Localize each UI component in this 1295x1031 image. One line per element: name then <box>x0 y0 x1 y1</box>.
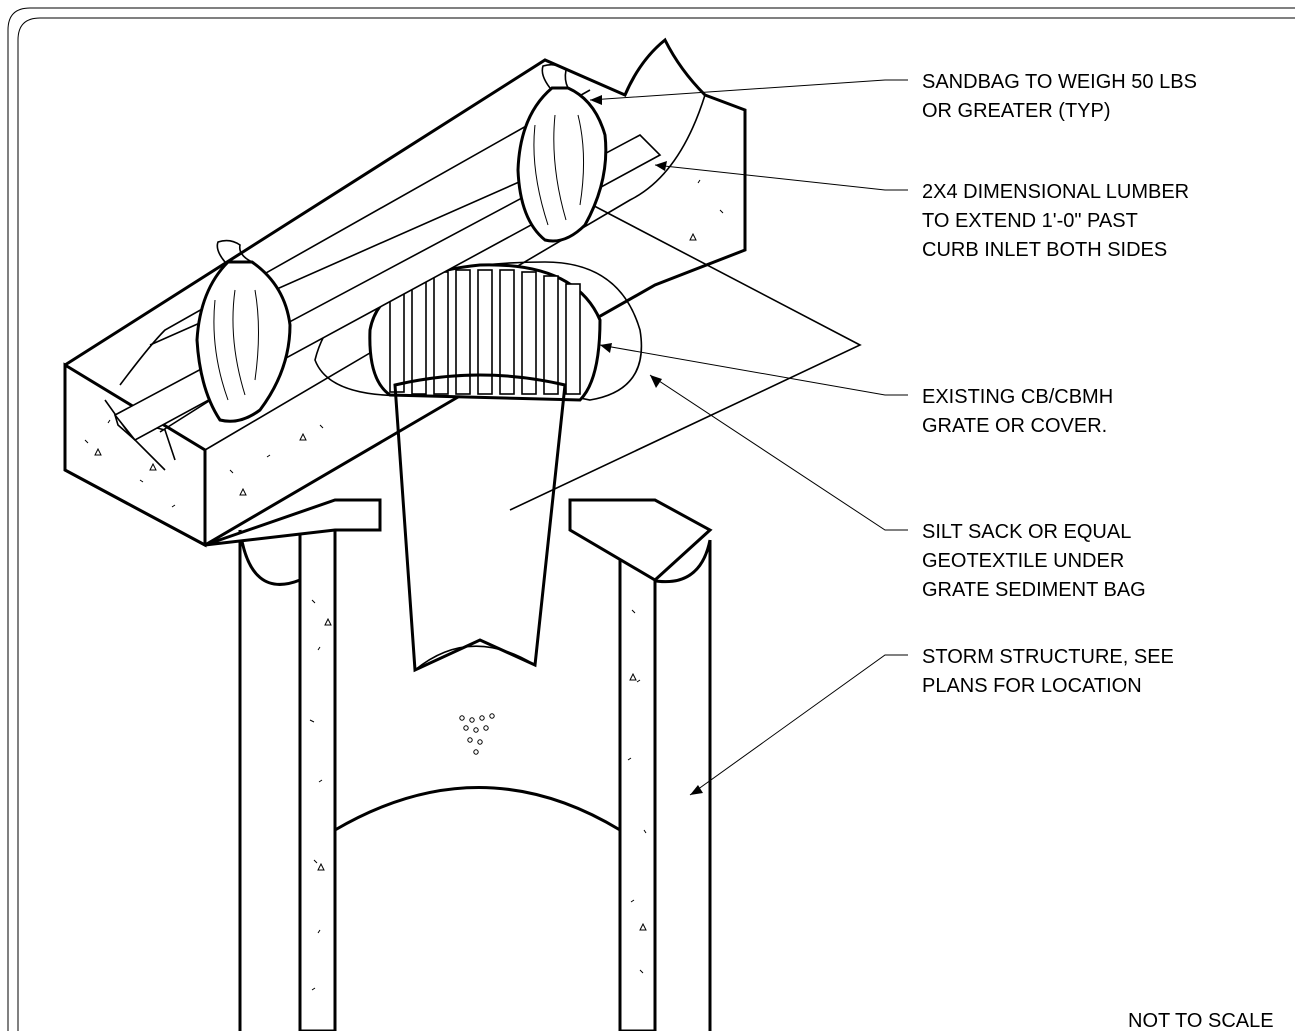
svg-text:SILT SACK OR EQUAL: SILT SACK OR EQUAL <box>922 521 1131 543</box>
concrete-stipple-walls <box>309 599 647 991</box>
svg-text:GRATE OR COVER.: GRATE OR COVER. <box>922 415 1107 437</box>
svg-text:OR GREATER (TYP): OR GREATER (TYP) <box>922 100 1111 122</box>
svg-text:TO EXTEND 1'-0" PAST: TO EXTEND 1'-0" PAST <box>922 210 1138 232</box>
sandbag-left <box>195 239 292 423</box>
callout-silt-sack: SILT SACK OR EQUAL GEOTEXTILE UNDER GRAT… <box>922 521 1146 601</box>
svg-text:CURB INLET BOTH SIDES: CURB INLET BOTH SIDES <box>922 239 1167 261</box>
left-wall <box>298 528 337 1031</box>
svg-text:NOT TO SCALE: NOT TO SCALE <box>1128 1010 1274 1031</box>
barrel-bottom-arc <box>334 786 621 832</box>
callout-silt-sack-line-3: GRATE SEDIMENT BAG <box>922 579 1146 601</box>
grate <box>368 263 602 402</box>
callout-silt-sack-line-1: SILT SACK OR EQUAL <box>922 521 1131 543</box>
svg-text:GRATE SEDIMENT BAG: GRATE SEDIMENT BAG <box>922 579 1146 601</box>
leader-lumber <box>654 164 908 191</box>
surface-plane <box>149 174 862 511</box>
sandbag-right <box>516 63 608 243</box>
storm-structure <box>238 528 712 1031</box>
callout-sandbag-line-1: SANDBAG TO WEIGH 50 LBS <box>922 71 1197 93</box>
callout-grate-line-1: EXISTING CB/CBMH <box>922 386 1113 408</box>
leader-storm-structure <box>689 654 908 796</box>
svg-text:2X4 DIMENSIONAL LUMBER: 2X4 DIMENSIONAL LUMBER <box>922 181 1189 203</box>
callout-grate: EXISTING CB/CBMH GRATE OR COVER. <box>922 386 1113 437</box>
callout-silt-sack-line-2: GEOTEXTILE UNDER <box>922 550 1124 572</box>
callout-sandbag-line-2: OR GREATER (TYP) <box>922 100 1111 122</box>
callout-grate-line-2: GRATE OR COVER. <box>922 415 1107 437</box>
leader-grate <box>599 344 908 396</box>
svg-text:SANDBAG TO WEIGH 50 LBS: SANDBAG TO WEIGH 50 LBS <box>922 71 1197 93</box>
svg-text:GEOTEXTILE UNDER: GEOTEXTILE UNDER <box>922 550 1124 572</box>
right-wall <box>618 528 657 1031</box>
not-to-scale-note: NOT TO SCALE <box>1128 1010 1274 1031</box>
callout-storm-structure: STORM STRUCTURE, SEE PLANS FOR LOCATION <box>922 646 1174 697</box>
svg-text:PLANS FOR LOCATION: PLANS FOR LOCATION <box>922 675 1142 697</box>
svg-text:STORM STRUCTURE, SEE: STORM STRUCTURE, SEE <box>922 646 1174 668</box>
callout-sandbag: SANDBAG TO WEIGH 50 LBS OR GREATER (TYP) <box>922 71 1197 122</box>
svg-text:EXISTING CB/CBMH: EXISTING CB/CBMH <box>922 386 1113 408</box>
callout-lumber-line-3: CURB INLET BOTH SIDES <box>922 239 1167 261</box>
silt-sack <box>393 373 567 673</box>
callout-storm-line-1: STORM STRUCTURE, SEE <box>922 646 1174 668</box>
leader-sandbag <box>589 79 908 101</box>
sheet-border-inner <box>17 17 1295 1031</box>
leader-arrowheads <box>590 95 703 795</box>
sheet-border <box>7 7 1295 1031</box>
leader-lines <box>589 79 908 796</box>
callout-lumber-line-2: TO EXTEND 1'-0" PAST <box>922 210 1138 232</box>
water-drops <box>459 713 495 755</box>
callout-lumber: 2X4 DIMENSIONAL LUMBER TO EXTEND 1'-0" P… <box>922 181 1189 261</box>
callout-storm-line-2: PLANS FOR LOCATION <box>922 675 1142 697</box>
callout-lumber-line-1: 2X4 DIMENSIONAL LUMBER <box>922 181 1189 203</box>
leader-silt-sack <box>649 374 908 531</box>
